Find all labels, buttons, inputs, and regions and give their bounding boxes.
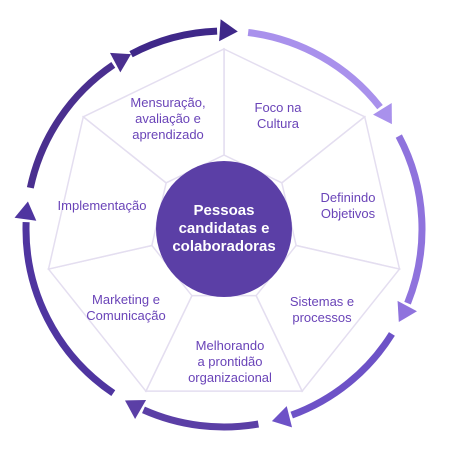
arrow-top-right-light-head [373, 102, 392, 125]
cycle-arrows [14, 19, 426, 431]
arrow-top-dark-head [219, 19, 238, 42]
arrow-bottom-right-line [290, 332, 395, 419]
segment-label-melhorando-prontidao: Melhorando a prontidão organizacional [188, 338, 272, 385]
ring-segments [47, 47, 401, 393]
arrow-right-head [397, 300, 417, 322]
arrow-top-right-light-line [247, 29, 383, 110]
segment-label-foco-na-cultura: Foco na Cultura [254, 100, 302, 131]
center-circle [156, 161, 292, 297]
segment-label-sistemas-e-processos: Sistemas e processos [289, 294, 355, 325]
arrow-left-lower-line [22, 221, 116, 397]
segment-label-definindo-objetivos: Definindo Objetivos [320, 190, 376, 221]
arrow-top-dark-line [129, 27, 218, 58]
arrow-bottom-head [125, 399, 147, 419]
segment-label-marketing-e-comunicacao: Marketing e Comunicação [86, 292, 166, 323]
ring-segment-mensuracao [81, 47, 225, 184]
arrow-right-line [395, 134, 426, 305]
arrow-bottom-line [142, 406, 259, 431]
arrow-bottom-right-head [271, 406, 293, 428]
center-label: Pessoas candidatas e colaboradoras [172, 202, 276, 255]
arrow-left-upper-line [26, 61, 116, 189]
arrow-left-lower-head [14, 201, 37, 221]
segment-label-implementacao: Implementação [57, 198, 147, 213]
arrow-left-upper-head [109, 52, 132, 73]
segment-label-mensuracao: Mensuração, avaliação e aprendizado [130, 95, 206, 142]
